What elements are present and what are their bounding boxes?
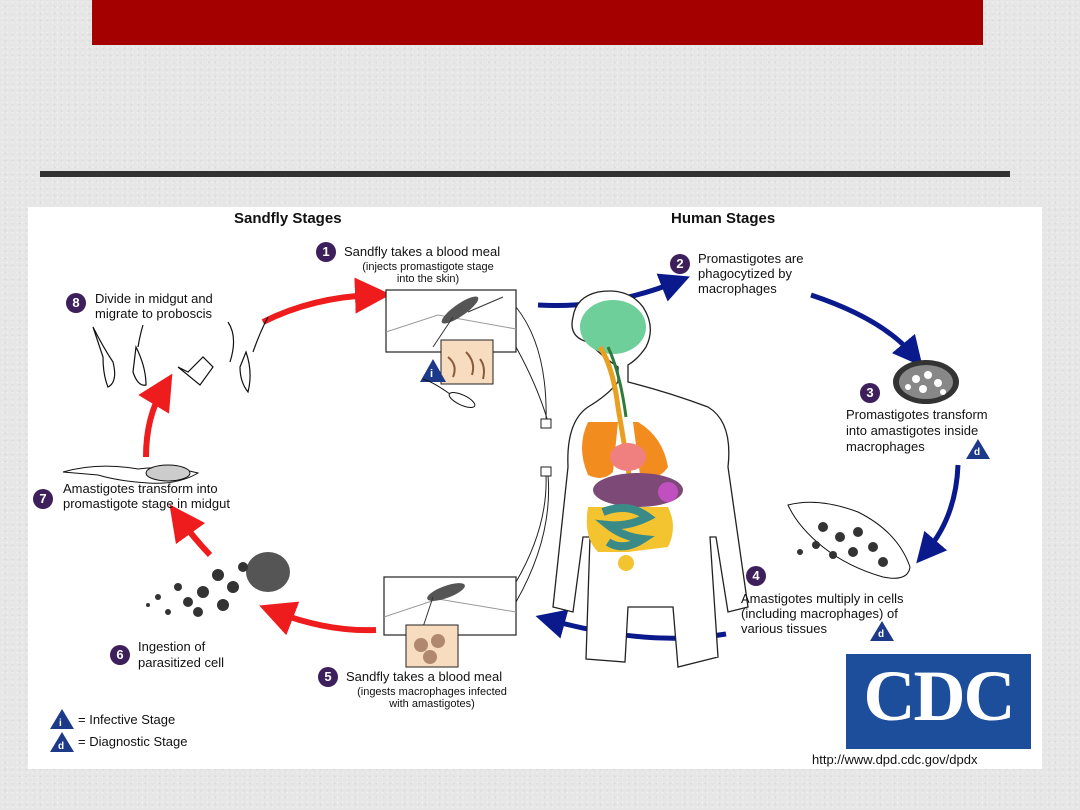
step-8-badge: 8 (66, 293, 86, 313)
step-3-line2: into amastigotes inside (846, 423, 979, 438)
inset-infective-letter: i (430, 368, 434, 380)
step-2-line2: phagocytized by (698, 266, 792, 281)
macrophage-with-amastigotes (893, 360, 959, 404)
step-5-sub2: with amastigotes) (389, 698, 475, 710)
cdc-logo: CDC (846, 654, 1031, 749)
legend-infective-marker (50, 709, 74, 729)
promastigote-near-inset (422, 378, 476, 408)
cdc-logo-text: CDC (863, 656, 1016, 736)
red-arrow-7-to-8 (138, 373, 173, 458)
legend-diagnostic-letter: d (58, 741, 65, 752)
legend-diagnostic-marker (50, 732, 74, 752)
diagnostic-stage-marker-3 (966, 439, 990, 459)
step-1-badge: 1 (316, 242, 336, 262)
step-4-line1: Amastigotes multiply in cells (741, 591, 904, 606)
legend-diagnostic-label: = Diagnostic Stage (78, 734, 188, 749)
midgut-transforming-cell (62, 464, 200, 484)
step-7-line1: Amastigotes transform into (63, 481, 218, 496)
step-4-badge: 4 (746, 566, 766, 586)
step-8-line1: Divide in midgut and (95, 291, 213, 306)
step-7-badge: 7 (33, 489, 53, 509)
step-4-line3: various tissues (741, 621, 827, 636)
step-3-line3: macrophages (846, 439, 925, 454)
infected-tissue-cells (787, 501, 911, 579)
step-1-title: Sandfly takes a blood meal (344, 244, 501, 259)
step-1-sub2: into the skin) (396, 273, 460, 285)
step-3-diagnostic-letter: d (974, 447, 981, 458)
sandfly-stages-header: Sandfly Stages (234, 210, 342, 227)
blue-arrow-3-to-4 (916, 464, 961, 564)
step-3-badge: 3 (860, 383, 880, 403)
sandfly-bite-inset-5 (383, 576, 517, 668)
red-arrow-5-to-6 (259, 601, 377, 636)
leishmania-life-cycle-diagram: Sandfly Stages Human Stages 1 Sandfly ta… (28, 207, 1042, 769)
step-6-badge: 6 (110, 645, 130, 665)
step-1-sub1: (injects promastigote stage (362, 261, 494, 273)
legend-infective-label: = Infective Stage (78, 712, 176, 727)
step-2-badge: 2 (670, 254, 690, 274)
legend-infective-letter: i (59, 718, 62, 729)
slide-title-bar (92, 0, 983, 45)
red-arrow-6-to-7 (169, 504, 213, 558)
step-4-line2: (including macrophages) of (741, 606, 898, 621)
cdc-tagline: SAFER·HEALTHIER·PEOPLE™ (875, 739, 1002, 746)
life-cycle-art (50, 273, 990, 752)
step-4-diagnostic-letter: d (878, 629, 885, 640)
sandfly-bite-inset-1 (385, 289, 517, 385)
step-8-line2: migrate to proboscis (95, 306, 213, 321)
step-3-line1: Promastigotes transform (846, 407, 988, 422)
step-5-sub1: (ingests macrophages infected (357, 686, 507, 698)
step-7-line2: promastigote stage in midgut (63, 496, 230, 511)
step-2-line3: macrophages (698, 281, 777, 296)
step-5-title: Sandfly takes a blood meal (346, 669, 503, 684)
blue-arrow-2-to-3 (810, 292, 923, 367)
human-stages-header: Human Stages (671, 210, 776, 227)
step-6-line1: Ingestion of (138, 639, 206, 654)
step-6-line2: parasitized cell (138, 655, 224, 670)
source-url: http://www.dpd.cdc.gov/dpdx (812, 752, 978, 767)
human-figure (552, 290, 749, 668)
red-arrow-8-to-1 (261, 277, 391, 325)
slide-divider (40, 171, 1010, 177)
step-5-badge: 5 (318, 667, 338, 687)
connector-lines (515, 306, 552, 603)
infective-stage-marker (420, 359, 446, 382)
parasitized-cell-ingestion (146, 552, 290, 617)
diagnostic-stage-marker-4 (870, 621, 894, 641)
promastigotes-dividing (92, 316, 269, 394)
step-2-line1: Promastigotes are (698, 251, 804, 266)
